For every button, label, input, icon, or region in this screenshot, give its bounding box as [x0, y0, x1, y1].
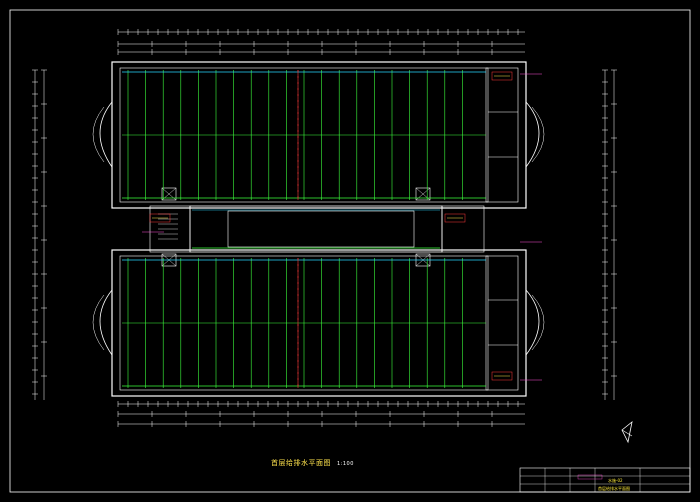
south-wing-service-rooms: [485, 255, 519, 391]
drawing-title-text: 首层给排水平面图: [271, 459, 331, 467]
south-wing-bay-left-inner: [92, 294, 105, 351]
fixture-2: [149, 213, 171, 223]
title-block-drawing-no: 水施-02: [608, 478, 623, 483]
fixture-1: [491, 371, 513, 381]
north-wing-service-rooms: [485, 67, 519, 203]
water-pipes: [122, 70, 486, 388]
north-wing-inner-wall: [119, 67, 489, 203]
east-stair: [441, 205, 485, 253]
north-arrow-shape: [621, 421, 633, 444]
fixture-0: [491, 71, 513, 81]
west-stair: [149, 205, 191, 253]
drawing-title: 首层给排水平面图 1:100: [271, 458, 354, 468]
shaft-nw: [161, 187, 177, 201]
north-wing-outer-wall: [111, 61, 527, 209]
drawing-scale: 1:100: [337, 461, 354, 467]
north-arrow-line: [621, 429, 633, 437]
south-wing-outer-wall: [111, 249, 527, 397]
dimension-lines: [32, 29, 617, 427]
north-wing-bay-right: [525, 101, 540, 168]
south-wing-inner-wall: [119, 255, 489, 391]
south-wing-bay-right: [525, 289, 540, 356]
title-block: [519, 467, 691, 493]
north-wing-bay-right-inner: [531, 106, 545, 163]
plan-details: [142, 71, 542, 381]
north-wing-bay-left-inner: [92, 106, 105, 163]
building-outline: [92, 61, 545, 397]
south-wing-bay-left: [99, 289, 113, 356]
north-arrow-icon: [621, 421, 633, 444]
title-block-drawing-name: 首层给排水平面图: [598, 486, 630, 491]
drawing-frame: [9, 9, 691, 493]
south-wing-bay-right-inner: [531, 294, 545, 351]
north-wing-bay-left: [99, 101, 113, 168]
shaft-ne: [415, 187, 431, 201]
border-frame: [9, 9, 691, 493]
corridor-inner: [227, 210, 415, 248]
title-block-mark: [577, 474, 603, 480]
fixture-3: [444, 213, 466, 223]
